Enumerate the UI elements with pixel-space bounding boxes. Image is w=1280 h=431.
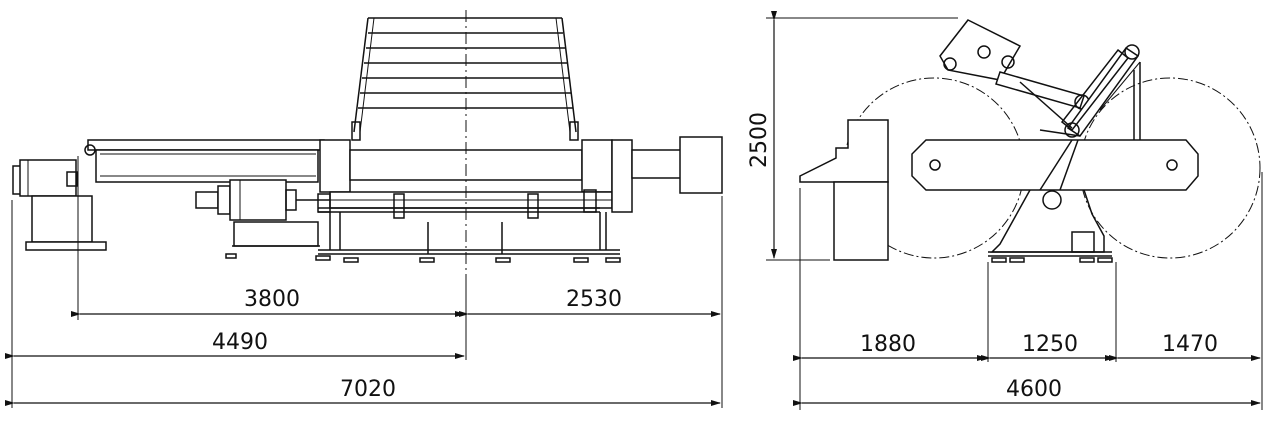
swing-arms xyxy=(939,19,1141,210)
dimension-1880: 1880 xyxy=(860,332,916,357)
cantilever-arm xyxy=(84,139,325,183)
feed-table xyxy=(799,119,889,261)
upper-guard-frame xyxy=(351,17,579,141)
side-extension-lines xyxy=(799,172,1263,410)
front-view: 3800 2530 4490 7020 xyxy=(5,10,723,408)
dimension-1470: 1470 xyxy=(1162,332,1218,357)
side-dimension-lines xyxy=(793,355,1261,406)
dimension-2530: 2530 xyxy=(566,287,622,312)
base-stand xyxy=(988,189,1113,263)
extension-lines xyxy=(11,156,723,408)
front-dimension-lines xyxy=(5,311,721,406)
main-frame xyxy=(319,136,723,213)
dimension-1250: 1250 xyxy=(1022,332,1078,357)
base-frame xyxy=(225,212,621,263)
drive-motor-left xyxy=(12,159,107,251)
shaft xyxy=(317,189,600,219)
dimension-4490: 4490 xyxy=(212,330,268,355)
main-beam xyxy=(911,139,1199,191)
coil-outline-right xyxy=(1079,77,1261,259)
dimension-3800: 3800 xyxy=(244,287,300,312)
side-view: 2500 xyxy=(747,11,1263,410)
drive-motor-lower xyxy=(195,179,330,247)
dimension-2500: 2500 xyxy=(747,112,772,168)
dimension-7020: 7020 xyxy=(340,377,396,402)
dimension-4600: 4600 xyxy=(1006,377,1062,402)
